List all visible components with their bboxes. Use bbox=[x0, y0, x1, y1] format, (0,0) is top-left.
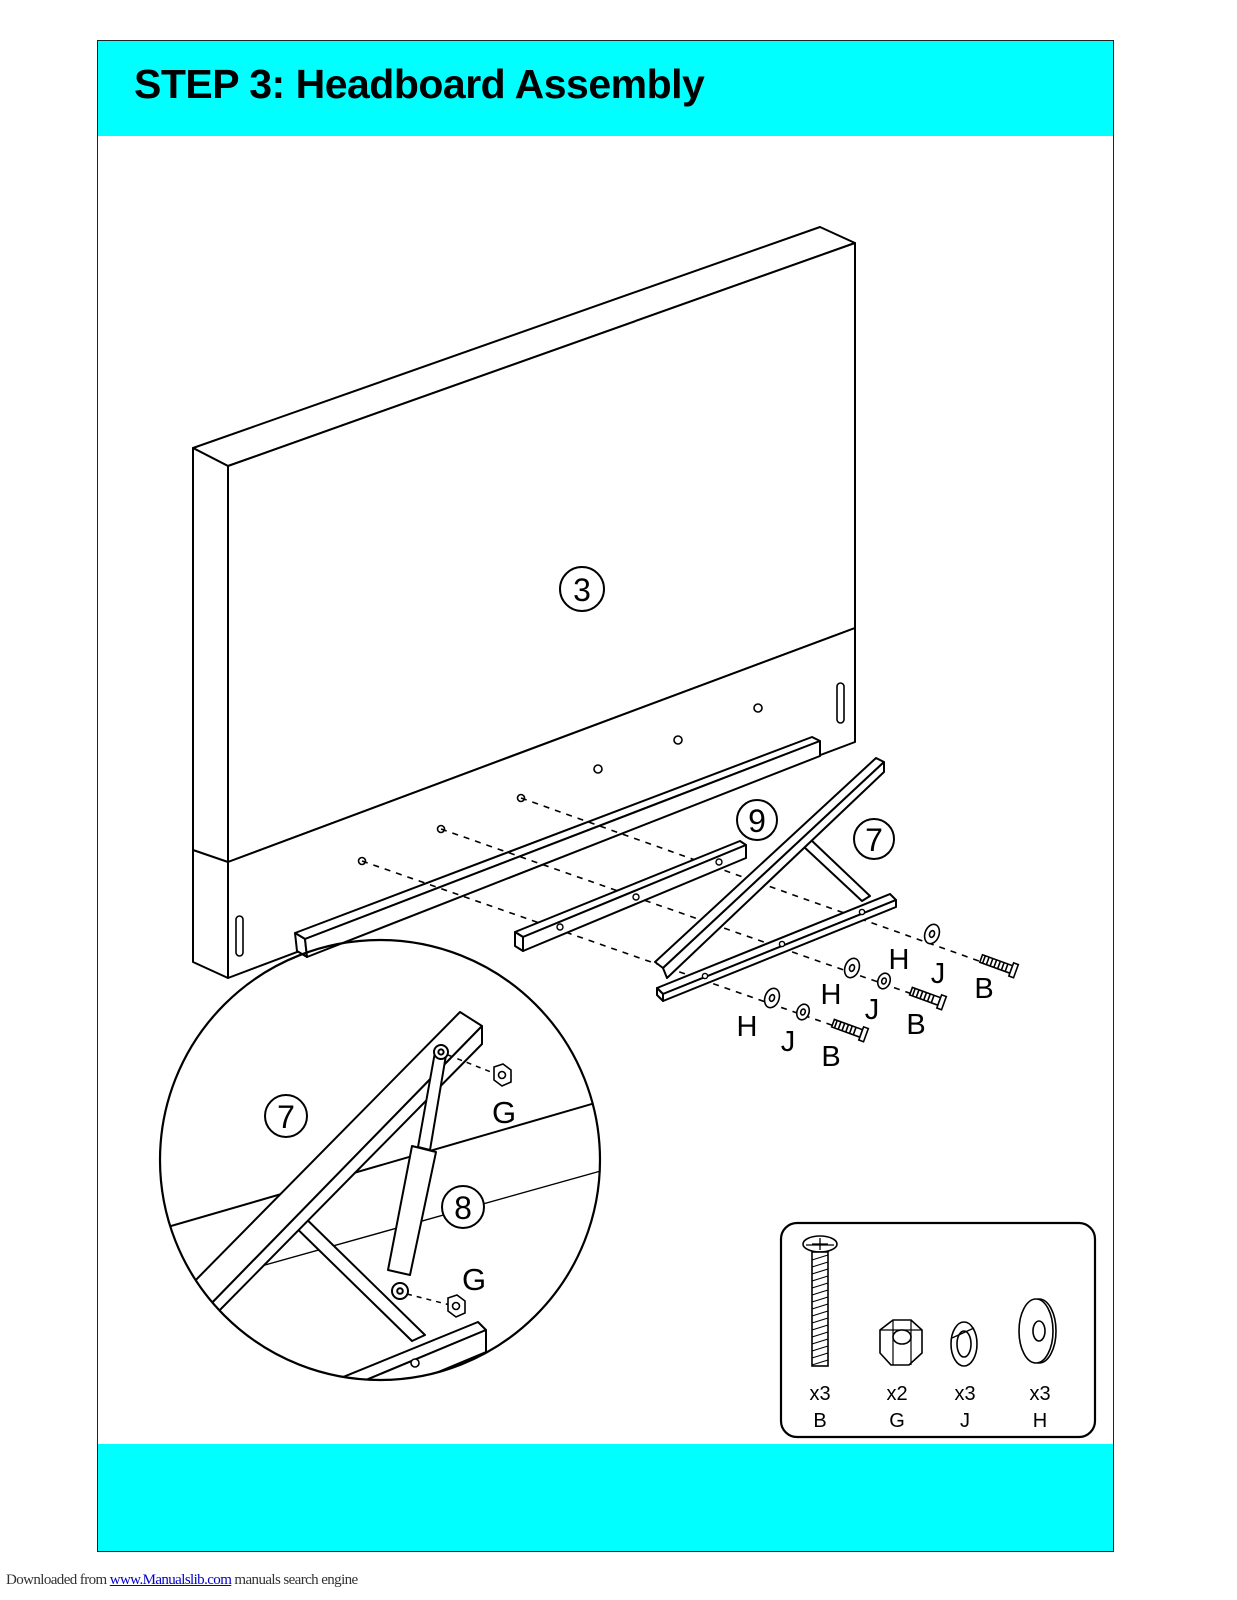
title-band: STEP 3: Headboard Assembly bbox=[98, 41, 1113, 136]
bolt-icon bbox=[830, 953, 1020, 1043]
nut-label-g-upper: G bbox=[492, 1095, 516, 1130]
svg-text:H: H bbox=[737, 1011, 758, 1043]
legend-code-j: J bbox=[960, 1410, 970, 1432]
download-footer: Downloaded from www.Manualslib.com manua… bbox=[6, 1572, 358, 1589]
flat-washer-icon bbox=[1018, 1298, 1057, 1364]
svg-text:3: 3 bbox=[573, 572, 591, 608]
footer-prefix: Downloaded from bbox=[6, 1572, 110, 1588]
detail-callout-7: 7 bbox=[264, 1094, 308, 1138]
footer-suffix: manuals search engine bbox=[231, 1572, 358, 1588]
svg-text:7: 7 bbox=[865, 822, 883, 858]
headboard-panel bbox=[192, 226, 856, 979]
svg-text:B: B bbox=[906, 1009, 925, 1041]
flat-washer-icon bbox=[763, 923, 941, 1009]
svg-text:H: H bbox=[889, 944, 910, 976]
detail-callout-8: 8 bbox=[441, 1185, 485, 1229]
headboard-slots bbox=[235, 682, 845, 957]
svg-text:J: J bbox=[781, 1026, 796, 1058]
bolt-icon bbox=[802, 1235, 838, 1367]
svg-text:8: 8 bbox=[454, 1190, 472, 1226]
legend-code-h: H bbox=[1033, 1410, 1047, 1432]
svg-text:B: B bbox=[821, 1041, 840, 1073]
nut-label-g-lower: G bbox=[462, 1262, 486, 1297]
legend-quantities: x3 B x2 G x3 J x3 H bbox=[809, 1383, 1050, 1432]
legend-qty-h: x3 bbox=[1029, 1383, 1050, 1405]
hardware-legend: x3 B x2 G x3 J x3 H bbox=[779, 1221, 1097, 1439]
hex-nut-icon bbox=[879, 1319, 923, 1366]
lock-washer-icon bbox=[950, 1321, 978, 1367]
step-title: STEP 3: Headboard Assembly bbox=[134, 61, 705, 107]
legend-code-b: B bbox=[813, 1410, 826, 1432]
legend-qty-b: x3 bbox=[809, 1383, 830, 1405]
hardware-labels: H J B H J B H J B bbox=[737, 944, 994, 1073]
detail-zoom-view: 7 8 G G bbox=[158, 938, 602, 1382]
bottom-band bbox=[98, 1444, 1113, 1551]
alignment-lines bbox=[361, 797, 994, 1029]
svg-text:H: H bbox=[821, 979, 842, 1011]
headboard-rail bbox=[294, 736, 821, 958]
lock-washer-icon bbox=[795, 972, 892, 1021]
legend-qty-j: x3 bbox=[954, 1383, 975, 1405]
callout-9: 9 bbox=[736, 799, 778, 841]
legend-qty-g: x2 bbox=[886, 1383, 907, 1405]
part-7-bracket bbox=[654, 757, 897, 1002]
callout-3: 3 bbox=[559, 566, 605, 612]
manualslib-link[interactable]: www.Manualslib.com bbox=[109, 1572, 232, 1588]
svg-text:9: 9 bbox=[748, 803, 766, 839]
legend-code-g: G bbox=[889, 1410, 905, 1432]
part-9-bar bbox=[514, 840, 747, 952]
svg-text:J: J bbox=[865, 994, 880, 1026]
svg-text:7: 7 bbox=[277, 1099, 295, 1135]
svg-text:J: J bbox=[931, 958, 946, 990]
hex-nut-icon bbox=[447, 1063, 512, 1318]
headboard-holes bbox=[357, 703, 763, 866]
callout-7: 7 bbox=[853, 818, 895, 860]
svg-text:B: B bbox=[974, 973, 993, 1005]
